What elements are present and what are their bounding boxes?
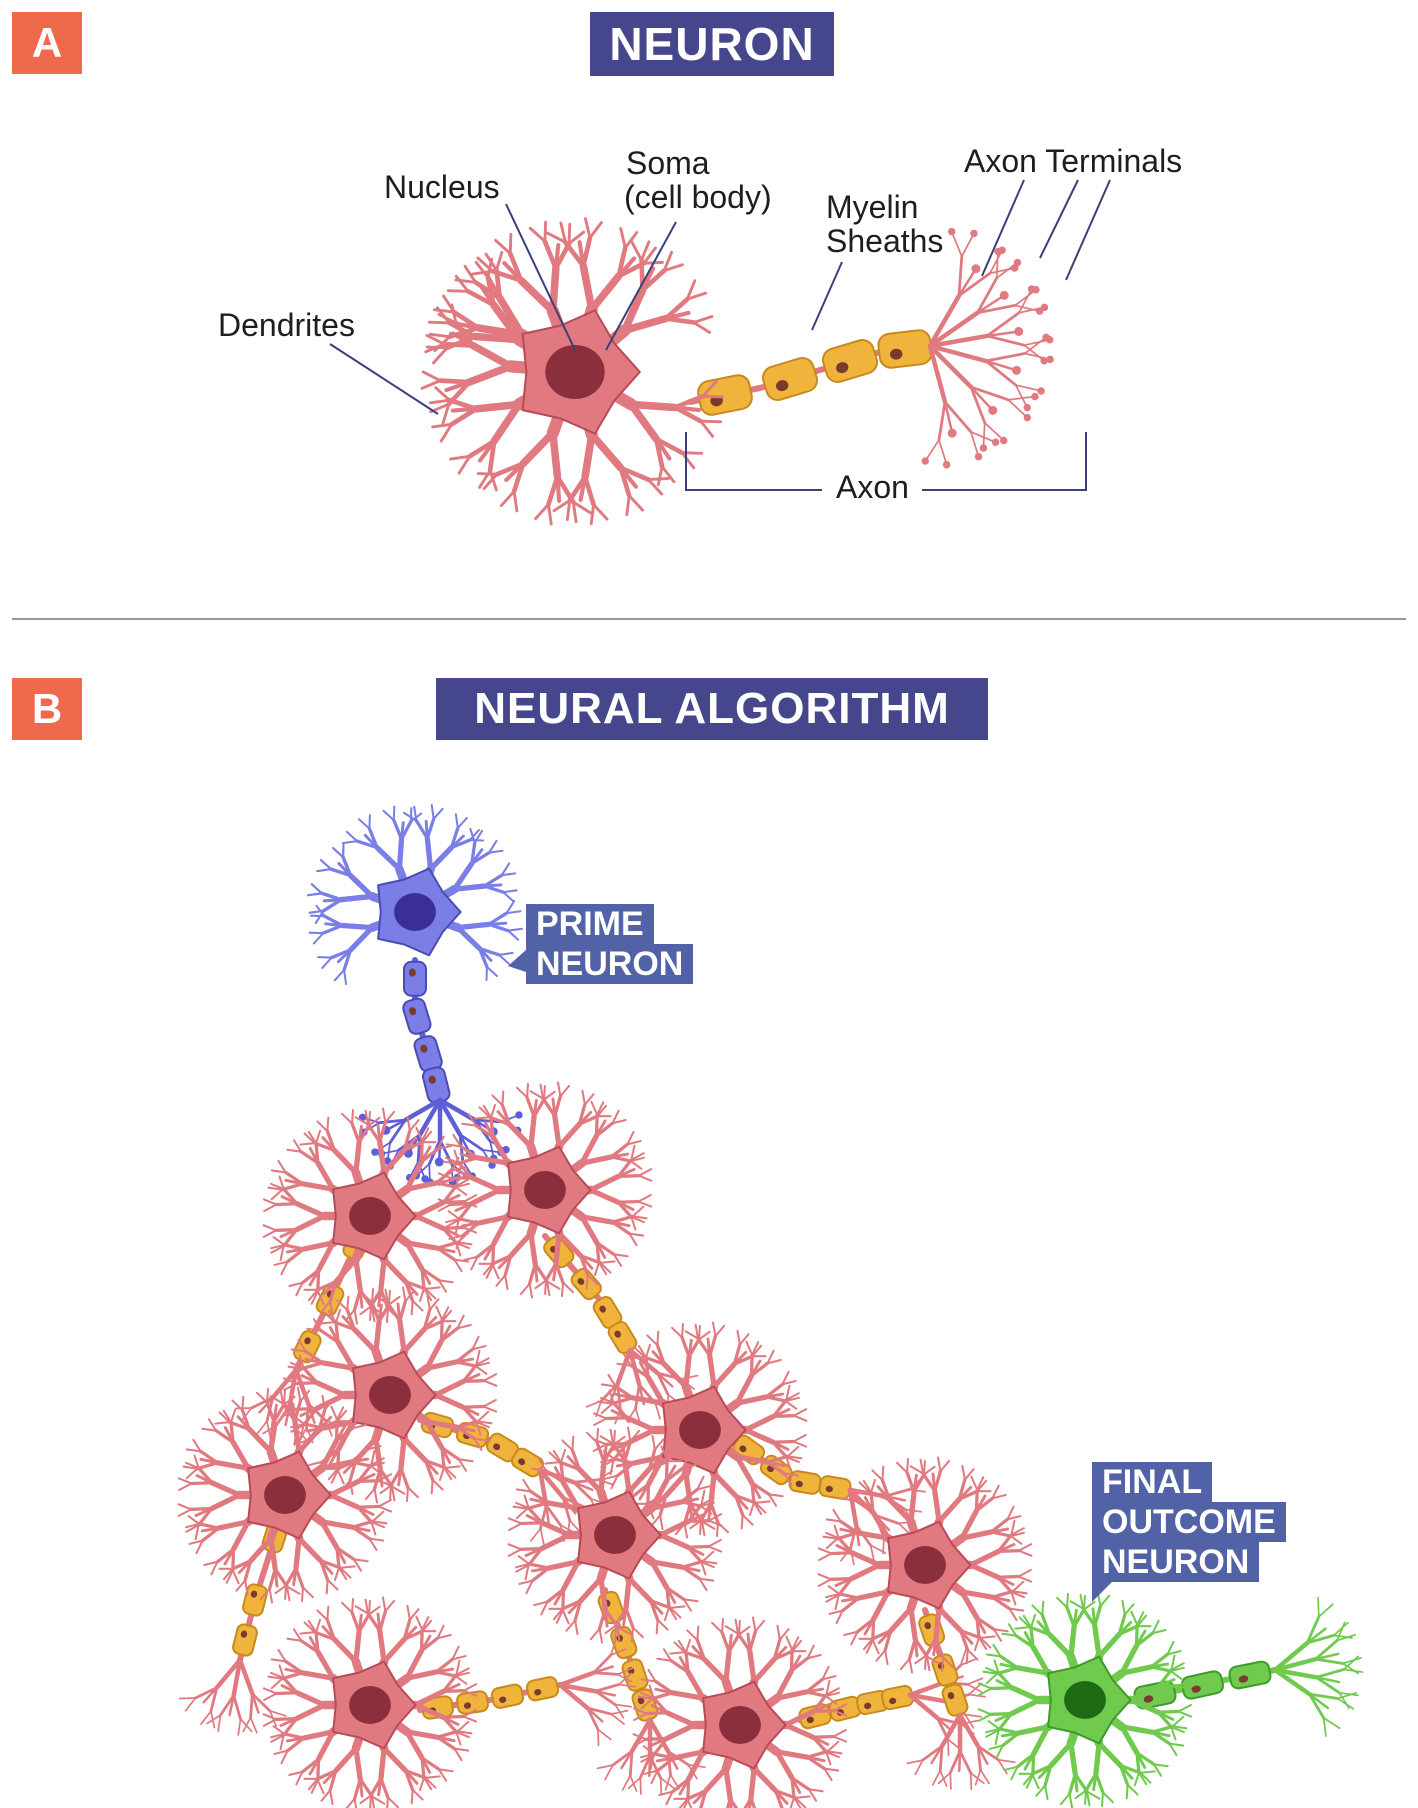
label-leader-lines bbox=[329, 179, 1111, 491]
myelin-segment bbox=[403, 960, 427, 997]
myelin-segment bbox=[1228, 1660, 1272, 1690]
nucleus-shape bbox=[904, 1546, 946, 1584]
nucleus-shape bbox=[719, 1706, 761, 1744]
myelin-segment bbox=[877, 329, 933, 369]
nucleus-shape bbox=[349, 1197, 391, 1235]
myelin-segment bbox=[856, 1689, 889, 1716]
network-neuron bbox=[632, 1616, 848, 1808]
axon-label: Axon bbox=[830, 470, 915, 504]
network-neuron bbox=[262, 1107, 478, 1325]
myelin-segment bbox=[525, 1676, 560, 1702]
myelin-segment bbox=[413, 1035, 443, 1073]
network-neuron bbox=[817, 1456, 1033, 1674]
myelin-segment bbox=[402, 997, 432, 1035]
myelin-label-line2: Sheaths bbox=[826, 223, 944, 259]
network-neuron bbox=[437, 1081, 653, 1299]
terminal-leader-1 bbox=[981, 179, 1025, 277]
panel-a-title: NEURON bbox=[590, 12, 834, 76]
myelin-segment bbox=[821, 339, 879, 383]
nucleus-shape bbox=[524, 1171, 566, 1209]
network-neuron bbox=[592, 1321, 808, 1539]
final-outcome-neuron bbox=[977, 1591, 1193, 1808]
axon-terminals bbox=[921, 227, 1054, 469]
myelin-segment bbox=[881, 1684, 914, 1711]
terminal-leader-3 bbox=[1065, 179, 1111, 281]
network-neuron bbox=[507, 1426, 723, 1644]
myelin-segment bbox=[232, 1623, 258, 1657]
nucleus-shape bbox=[349, 1686, 391, 1724]
nucleus-leader bbox=[505, 203, 576, 351]
final-outcome-neuron-callout: FINAL OUTCOME NEURON bbox=[1092, 1462, 1286, 1582]
soma-leader bbox=[605, 221, 677, 351]
myelin-segment bbox=[490, 1683, 525, 1709]
nucleus-shape bbox=[369, 1376, 411, 1414]
axon-terminals-label: Axon Terminals bbox=[964, 143, 1183, 179]
soma-label-line1: Soma bbox=[626, 145, 710, 181]
soma-label-line2: (cell body) bbox=[624, 179, 772, 215]
myelin-segment bbox=[242, 1583, 268, 1617]
dendrites-label: Dendrites bbox=[218, 307, 355, 343]
axon-bracket-left bbox=[685, 432, 822, 491]
axon bbox=[178, 1502, 289, 1736]
final-neuron-label-line1: FINAL bbox=[1092, 1462, 1213, 1502]
network-neuron bbox=[262, 1596, 478, 1808]
prime-neuron-callout: PRIME NEURON bbox=[526, 904, 694, 984]
axon-terminals bbox=[557, 1638, 636, 1747]
panel-b-badge: B bbox=[12, 678, 82, 740]
axon-bracket-right bbox=[922, 432, 1087, 491]
network-neuron bbox=[282, 1286, 498, 1504]
axon bbox=[1127, 1596, 1364, 1737]
nucleus-label: Nucleus bbox=[384, 169, 500, 205]
axon bbox=[797, 1648, 986, 1757]
axon-terminals bbox=[1272, 1596, 1364, 1737]
nucleus-shape bbox=[394, 893, 436, 931]
myelin-segment bbox=[931, 1653, 959, 1687]
nucleus-shape bbox=[1064, 1681, 1106, 1719]
axon-terminals bbox=[906, 1712, 1016, 1791]
final-neuron-label-line2: OUTCOME bbox=[1092, 1502, 1286, 1542]
prime-neuron bbox=[307, 804, 523, 986]
labeled-neuron-illustration bbox=[420, 217, 1054, 526]
myelin-segment bbox=[818, 1475, 852, 1500]
panel-b-title: NEURAL ALGORITHM bbox=[436, 678, 988, 740]
nucleus-shape bbox=[594, 1516, 636, 1554]
nucleus-shape bbox=[545, 345, 605, 399]
nucleus-shape bbox=[679, 1411, 721, 1449]
dendrites-leader bbox=[329, 343, 439, 415]
network-neuron bbox=[177, 1386, 393, 1604]
prime-neuron-label-line1: PRIME bbox=[526, 904, 654, 944]
myelin-leader bbox=[811, 261, 843, 331]
myelin-segment bbox=[761, 357, 819, 401]
final-neuron-label-line3: NEURON bbox=[1092, 1542, 1260, 1582]
prime-neuron-label-line2: NEURON bbox=[526, 944, 694, 984]
axon-terminals bbox=[178, 1657, 287, 1736]
myelin-segment bbox=[941, 1683, 969, 1717]
prime-callout-tail bbox=[508, 950, 526, 972]
nucleus-shape bbox=[264, 1476, 306, 1514]
myelin-segment bbox=[918, 1613, 946, 1647]
main-neuron bbox=[420, 217, 725, 526]
myelin-segment bbox=[788, 1470, 822, 1495]
panel-divider bbox=[12, 618, 1406, 620]
myelin-label-line1: Myelin bbox=[826, 189, 919, 225]
myelin-segment bbox=[422, 1066, 451, 1104]
axon bbox=[687, 227, 1054, 469]
neural-network-illustration bbox=[177, 804, 1364, 1808]
terminal-leader-2 bbox=[1039, 179, 1079, 259]
panel-a-badge: A bbox=[12, 12, 82, 74]
myelin-segment bbox=[1181, 1670, 1224, 1700]
